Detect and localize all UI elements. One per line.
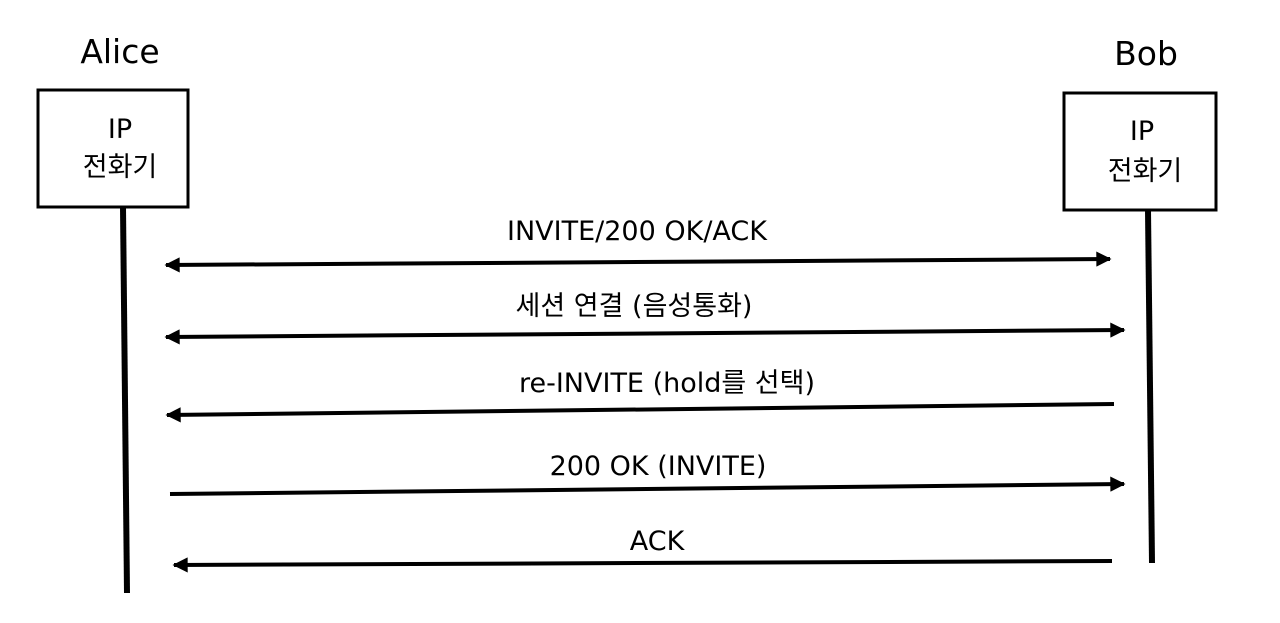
participant-bob-name: Bob	[1114, 34, 1178, 73]
participant-alice: Alice IP 전화기	[36, 32, 190, 594]
message-session-established: 세션 연결 (음성통화)	[164, 291, 1126, 345]
message-label: 200 OK (INVITE)	[550, 451, 767, 482]
message-arrow	[172, 557, 1113, 573]
message-arrow	[165, 402, 1115, 423]
message-200ok-invite: 200 OK (INVITE)	[169, 451, 1126, 496]
message-ack: ACK	[172, 526, 1113, 573]
message-label: re-INVITE (hold를 선택)	[519, 368, 815, 399]
participant-bob-box	[1062, 91, 1218, 212]
message-label: 세션 연결 (음성통화)	[516, 291, 753, 322]
participant-bob-box-line1: IP	[1130, 116, 1154, 147]
message-re-invite-hold: re-INVITE (hold를 선택)	[165, 368, 1115, 423]
participant-bob-box-line2: 전화기	[1108, 156, 1183, 187]
participant-alice-name: Alice	[80, 32, 159, 71]
participant-alice-lifeline	[120, 206, 130, 594]
message-arrow	[164, 322, 1126, 345]
participant-alice-box-line1: IP	[108, 114, 132, 145]
participant-alice-box	[36, 88, 190, 209]
participant-bob: Bob IP 전화기	[1062, 34, 1218, 564]
message-label: INVITE/200 OK/ACK	[507, 216, 768, 247]
message-label: ACK	[630, 526, 686, 557]
participant-alice-box-line2: 전화기	[83, 152, 158, 183]
message-arrow	[164, 251, 1112, 273]
message-invite-200ok-ack: INVITE/200 OK/ACK	[164, 216, 1112, 273]
message-arrow	[169, 476, 1126, 496]
participant-bob-lifeline	[1145, 209, 1155, 564]
